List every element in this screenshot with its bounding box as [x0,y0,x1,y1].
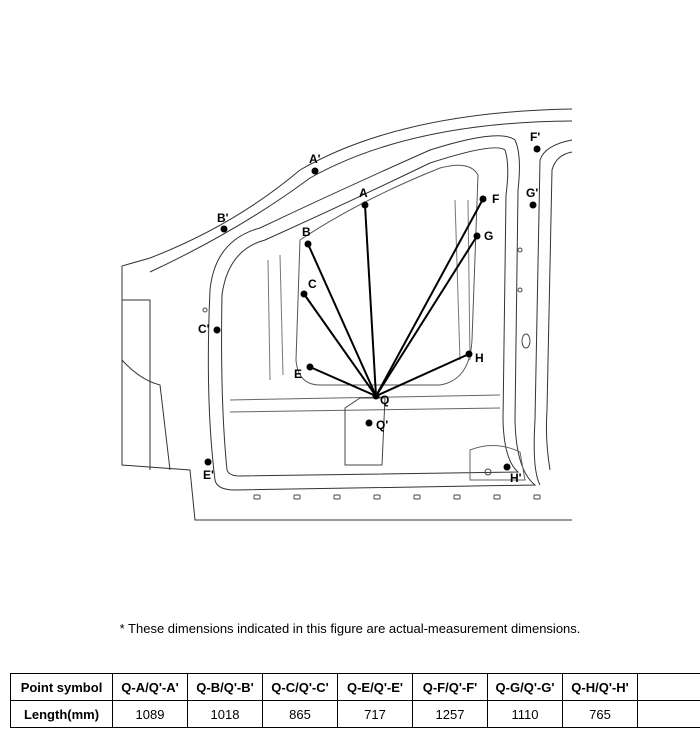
line-q-g [375,235,478,397]
point-q-label: Q [380,393,389,407]
table-row: Length(mm) 1089 1018 865 717 1257 1110 7… [10,700,700,728]
point-f2-label: F' [530,130,540,144]
measurement-lines [303,198,484,397]
table-cell: 865 [262,700,338,728]
table-header-cell: Q-E/Q'-E' [337,673,413,701]
point-g-dot [473,232,481,240]
front-door-opening [207,135,537,491]
point-g2-label: G' [526,186,538,200]
body-side-dimension-diagram: A B C E F G H Q A' B' C' E' F' G' H' Q' [121,108,573,521]
point-e-label: E [294,367,302,381]
point-c2-dot [213,326,221,334]
measurement-note: * These dimensions indicated in this fig… [119,621,581,636]
line-q-f [375,198,484,397]
line-q-h [375,353,470,397]
point-c2-label: C' [198,322,210,336]
point-q-dot [372,392,380,400]
point-e-dot [306,363,314,371]
point-a2-dot [311,167,319,175]
table-header-cell: Q-G/Q'-G' [487,673,563,701]
point-b-label: B [302,225,311,239]
line-q-e [309,366,377,397]
table-cell: 1018 [187,700,263,728]
table-cell: 765 [562,700,638,728]
point-b2-dot [220,225,228,233]
dimension-table: Point symbol Q-A/Q'-A' Q-B/Q'-B' Q-C/Q'-… [10,673,700,728]
table-header-cell: Q-C/Q'-C' [262,673,338,701]
point-h2-dot [503,463,511,471]
point-f2-dot [533,145,541,153]
point-h-label: H [475,351,484,365]
point-e2-dot [204,458,212,466]
table-cell: 1089 [112,700,188,728]
table-header-cell: Q-H/Q'-H' [562,673,638,701]
point-g-label: G [484,229,493,243]
table-header-cell: Point symbol [10,673,113,701]
rear-door-opening [533,139,573,486]
table-cell: 1110 [487,700,563,728]
point-f-label: F [492,192,499,206]
line-q-c [303,293,377,397]
point-h-dot [465,350,473,358]
table-cell [637,700,700,728]
table-cell: Length(mm) [10,700,113,728]
point-q2-label: Q' [376,418,388,432]
body-outline [121,108,573,267]
point-q2-dot [365,419,373,427]
table-header-row: Point symbol Q-A/Q'-A' Q-B/Q'-B' Q-C/Q'-… [10,673,700,701]
line-q-b [307,243,377,397]
point-f-dot [479,195,487,203]
point-a-dot [361,201,369,209]
point-e2-label: E' [203,468,214,482]
point-a-label: A [359,186,368,200]
table-header-cell: Q-F/Q'-F' [412,673,488,701]
table-header-cell [637,673,700,701]
point-c-dot [300,290,308,298]
table-header-cell: Q-B/Q'-B' [187,673,263,701]
point-c-label: C [308,277,317,291]
point-a2-label: A' [309,152,321,166]
table-cell: 717 [337,700,413,728]
body-outline-inner [149,120,573,273]
point-h2-label: H' [510,471,522,485]
line-q-a [364,204,377,397]
table-header-cell: Q-A/Q'-A' [112,673,188,701]
table-cell: 1257 [412,700,488,728]
point-b-dot [304,240,312,248]
point-g2-dot [529,201,537,209]
point-b2-label: B' [217,211,229,225]
